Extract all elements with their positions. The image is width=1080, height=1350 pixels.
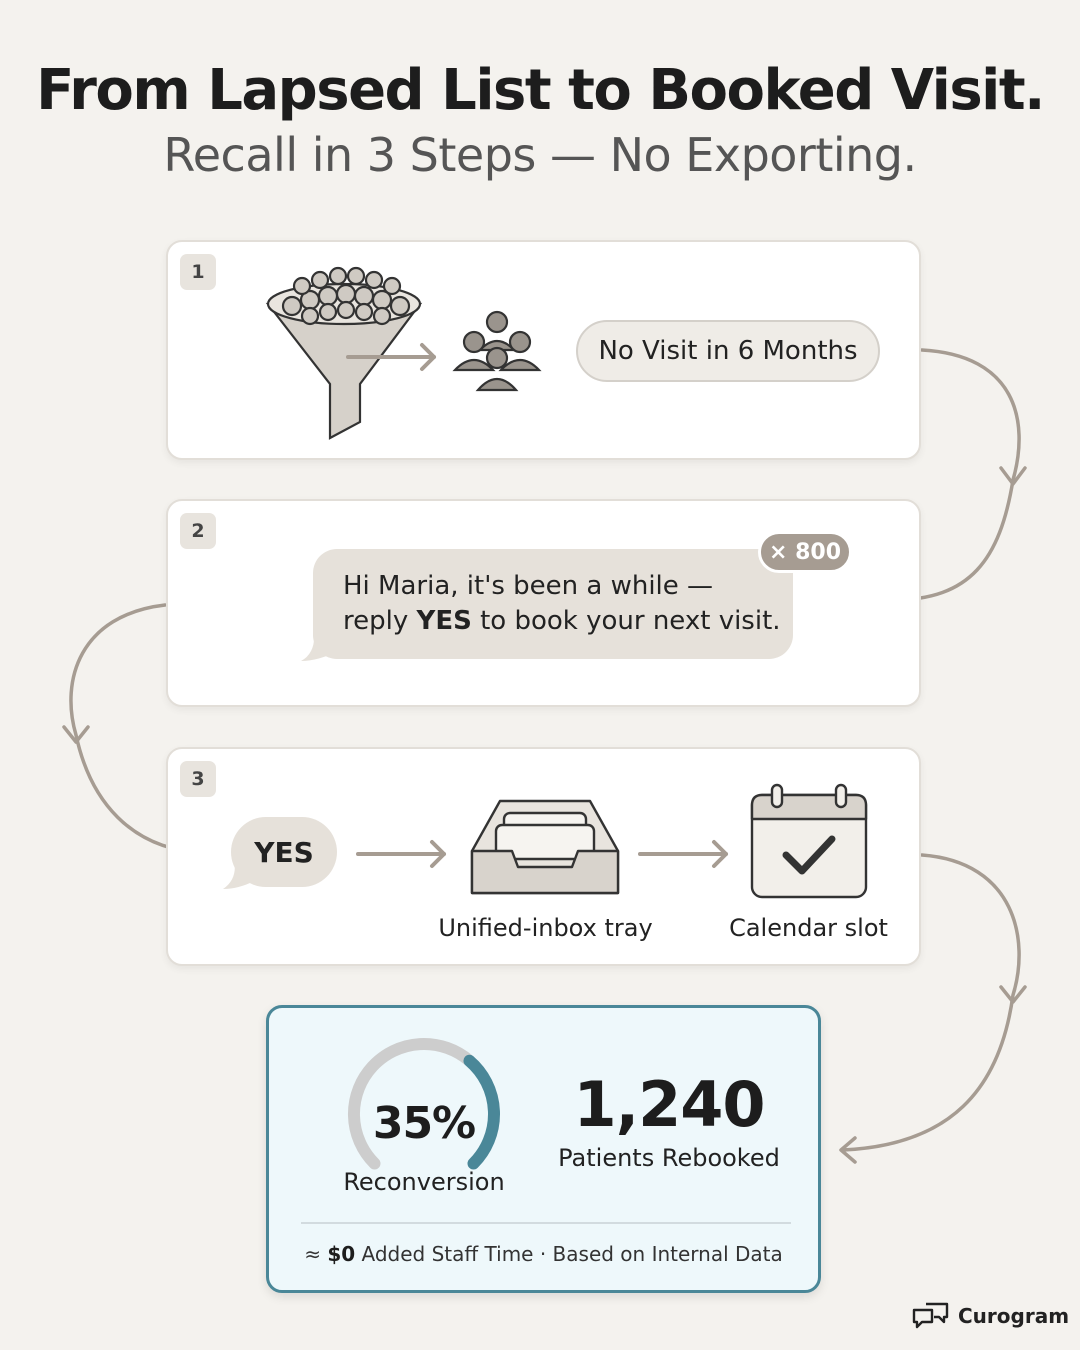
step-number-badge: 3 (180, 761, 216, 797)
page-title: From Lapsed List to Booked Visit. (36, 58, 1045, 123)
inbox-caption: Unified-inbox tray (438, 914, 653, 942)
gauge-track (347, 1037, 476, 1170)
connector-arrowhead (839, 1136, 857, 1164)
message-line-2: reply YES to book your next visit. (343, 606, 781, 636)
calendar-check-icon (750, 783, 868, 899)
results-footnote: ≈ $0 Added Staff Time · Based on Interna… (304, 1242, 783, 1266)
brand-name: Curogram (958, 1304, 1070, 1328)
step-number-badge: 2 (180, 513, 216, 549)
footnote-amount: $0 (327, 1242, 356, 1266)
reconversion-gauge (347, 1037, 500, 1170)
step-1-card: 1 No Visit in 6 Months (166, 240, 921, 460)
results-divider (301, 1222, 791, 1224)
sms-message-bubble: Hi Maria, it's been a while — reply YES … (313, 549, 793, 659)
page-subtitle: Recall in 3 Steps — No Exporting. (163, 128, 917, 182)
inbox-tray-icon (470, 799, 620, 895)
arrow-right-icon (356, 840, 446, 868)
results-panel: 35% Reconversion 1,240 Patients Rebooked… (266, 1005, 821, 1293)
people-group-icon (452, 310, 542, 392)
connector-arrowhead (62, 725, 90, 744)
rebooked-count: 1,240 (573, 1068, 765, 1141)
connector-arrowhead (999, 466, 1027, 486)
step-2-card: 2 Hi Maria, it's been a while — reply YE… (166, 499, 921, 707)
gauge-fill (463, 1054, 500, 1170)
filter-pill: No Visit in 6 Months (576, 320, 880, 382)
funnel-icon (265, 266, 423, 440)
message-keyword: YES (416, 606, 472, 636)
arrow-right-icon (638, 840, 728, 868)
chat-bubbles-logo-icon (912, 1302, 949, 1329)
calendar-caption: Calendar slot (729, 914, 888, 942)
yes-reply-bubble: YES (231, 817, 337, 887)
reconversion-label: Reconversion (343, 1168, 505, 1196)
connector-step2-to-step3 (69, 603, 207, 855)
connector-arrowhead (999, 985, 1027, 1004)
brand-logo: Curogram (912, 1300, 1069, 1332)
connector-step3-to-results (841, 853, 1021, 1152)
connector-step1-to-step2 (891, 348, 1021, 602)
arrow-right-icon (346, 343, 436, 371)
message-count-badge: × 800 (758, 531, 852, 573)
message-line-1: Hi Maria, it's been a while — (343, 571, 714, 601)
step-number-badge: 1 (180, 254, 216, 290)
step-3-card: 3 YES Unified-inbox tray (166, 747, 921, 966)
reconversion-value: 35% (372, 1098, 476, 1149)
rebooked-label: Patients Rebooked (558, 1144, 780, 1172)
